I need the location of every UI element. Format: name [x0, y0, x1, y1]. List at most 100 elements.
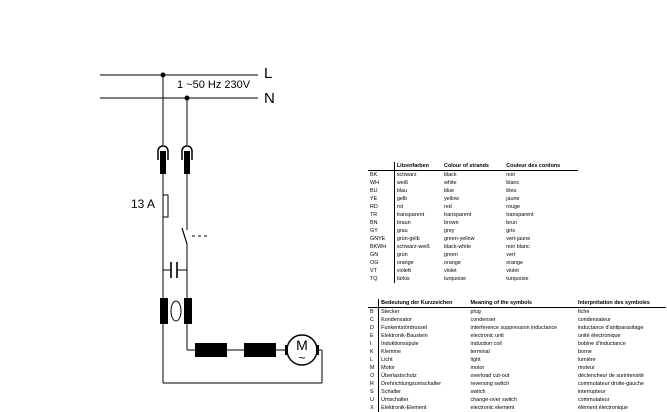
symbol-table-row-cell: K: [368, 348, 379, 356]
symbol-table-row-cell: fiche: [576, 308, 666, 317]
plug: [158, 146, 192, 174]
colour-table-row-cell: türkis: [394, 275, 442, 283]
symbol-table-row-cell: E: [368, 332, 379, 340]
symbol-table-row-cell: Überlastschutz: [379, 372, 469, 380]
symbol-table-row-cell: Elektronik-Element: [379, 404, 469, 412]
colour-table-row-cell: yellow: [442, 195, 504, 203]
colour-table-header-cell: Colour of strands: [442, 162, 504, 171]
symbol-table-row-cell: interference suppression inductance: [469, 324, 576, 332]
symbol-table-row-cell: Stecker: [379, 308, 469, 317]
colour-table-row-cell: violet: [442, 267, 504, 275]
symbol-table-row-cell: commutateur droite-gauche: [576, 380, 666, 388]
colour-table-row-cell: transparent: [394, 211, 442, 219]
switch: [182, 228, 187, 244]
colour-table-row-cell: braun: [394, 219, 442, 227]
colour-table-row-cell: rouge: [504, 203, 578, 211]
symbol-table-row-cell: B: [368, 308, 379, 317]
colour-table-row-cell: red: [442, 203, 504, 211]
colour-table-row-cell: WH: [368, 179, 394, 187]
symbol-table-row-cell: U: [368, 396, 379, 404]
symbol-table-row-cell: I: [368, 340, 379, 348]
symbol-table-row-cell: condenser: [469, 316, 576, 324]
symbol-table-row-cell: Induktionsspule: [379, 340, 469, 348]
symbol-table-row-cell: change-over switch: [469, 396, 576, 404]
symbol-table-row-cell: lumière: [576, 356, 666, 364]
colour-table-row-cell: gelb: [394, 195, 442, 203]
colour-table-header-cell: Couleur des cordons: [504, 162, 578, 171]
colour-table-row-cell: TQ: [368, 275, 394, 283]
colour-table-row-cell: gris: [504, 227, 578, 235]
symbol-table: Bedeutung der Kurzzeichen Meaning of the…: [368, 299, 666, 412]
symbol-table-row-cell: motor: [469, 364, 576, 372]
symbol-table-row-cell: unité électronique: [576, 332, 666, 340]
symbol-table-row-cell: Funkentstördrossel: [379, 324, 469, 332]
symbol-table-row-cell: Motor: [379, 364, 469, 372]
symbol-table-row-cell: borne: [576, 348, 666, 356]
symbol-table-row-cell: déclencheur de surintensité: [576, 372, 666, 380]
symbol-table-header-cell: [368, 299, 379, 308]
symbol-table-row-cell: Licht: [379, 356, 469, 364]
symbol-table-row-cell: commutateur: [576, 396, 666, 404]
colour-table-row-cell: orange: [504, 259, 578, 267]
colour-table-row-cell: turquoise: [442, 275, 504, 283]
colour-table-row-cell: GNYE: [368, 235, 394, 243]
colour-table-row-cell: bleu: [504, 187, 578, 195]
capacitor: [163, 262, 187, 278]
colour-table-row-cell: noir: [504, 171, 578, 180]
symbol-table-row-cell: Kondensator: [379, 316, 469, 324]
symbol-table-row-cell: reversing switch: [469, 380, 576, 388]
colour-table-row-cell: BKWH: [368, 243, 394, 251]
colour-table-row-cell: blanc: [504, 179, 578, 187]
colour-table-row-cell: brown: [442, 219, 504, 227]
symbol-table-row-cell: O: [368, 372, 379, 380]
symbol-table-row-cell: Elektronik-Baustein: [379, 332, 469, 340]
symbol-table-row-cell: Klemme: [379, 348, 469, 356]
label-N: N: [264, 91, 275, 106]
colour-table-row-cell: GN: [368, 251, 394, 259]
colour-table-row-cell: turquoise: [504, 275, 578, 283]
colour-table-row-cell: orange: [442, 259, 504, 267]
colour-table-row-cell: vert-jaune: [504, 235, 578, 243]
colour-table-row-cell: vert: [504, 251, 578, 259]
inductance-right: [184, 298, 192, 324]
colour-table-row-cell: jaune: [504, 195, 578, 203]
colour-table-row-cell: white: [442, 179, 504, 187]
colour-table-row-cell: TR: [368, 211, 394, 219]
symbol-table-row-cell: M: [368, 364, 379, 372]
colour-table-row-cell: brun: [504, 219, 578, 227]
symbol-table-row-cell: S: [368, 388, 379, 396]
symbol-table-row-cell: moteur: [576, 364, 666, 372]
symbol-table-row-cell: élément électronique: [576, 404, 666, 412]
colour-table-row-cell: transparent: [504, 211, 578, 219]
colour-table-row-cell: black: [442, 171, 504, 180]
symbol-table-row-cell: Schalter: [379, 388, 469, 396]
symbol-table-row-cell: interrupteur: [576, 388, 666, 396]
colour-table-row-cell: blau: [394, 187, 442, 195]
motor-field-coil-2: [244, 343, 276, 357]
supply-label: 1 ~50 Hz 230V: [177, 80, 250, 91]
colour-table-row-cell: OG: [368, 259, 394, 267]
colour-table-header: Litzenfarben Colour of strands Couleur d…: [368, 162, 578, 171]
symbol-table-row-cell: terminal: [469, 348, 576, 356]
colour-table-row-cell: schwarz: [394, 171, 442, 180]
symbol-table-row-cell: Umschalter: [379, 396, 469, 404]
